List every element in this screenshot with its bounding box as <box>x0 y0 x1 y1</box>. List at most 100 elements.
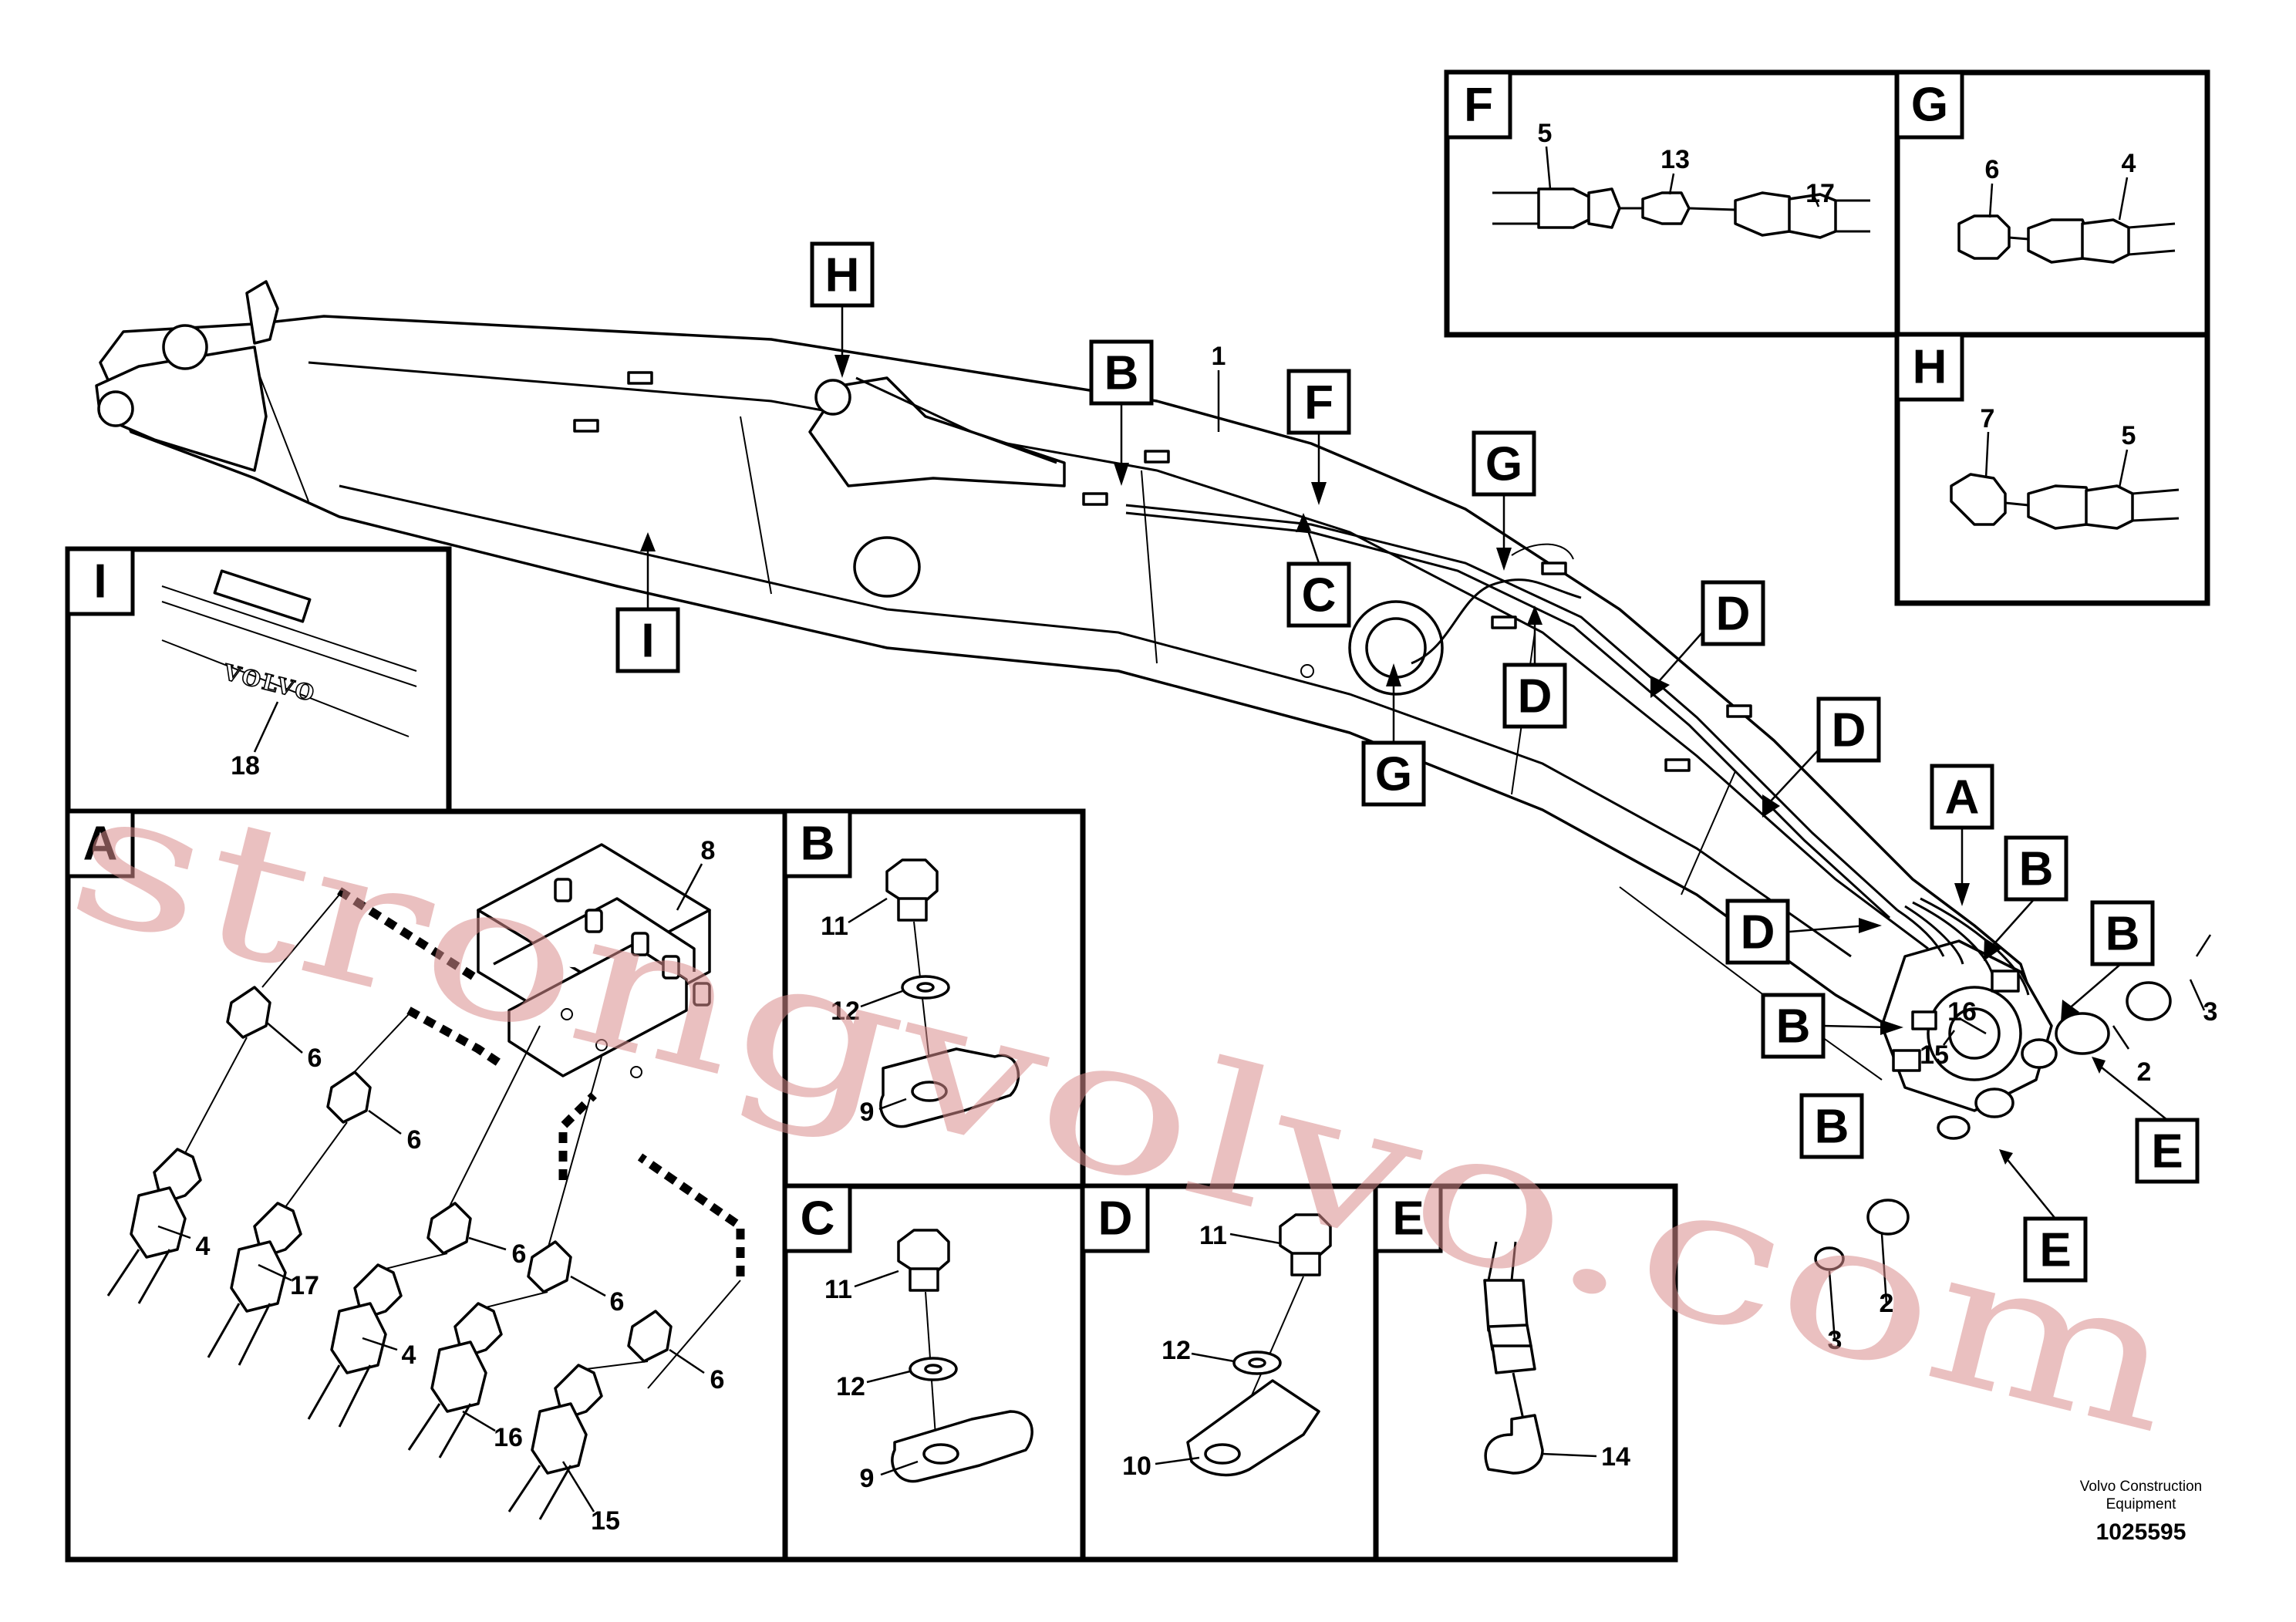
part-number-6: 6 <box>407 1125 422 1155</box>
part-number-10: 10 <box>1122 1452 1151 1481</box>
part-number-6: 6 <box>308 1044 322 1073</box>
svg-text:B: B <box>2106 908 2140 961</box>
footer-company: Volvo Construction <box>2080 1479 2202 1495</box>
part-number-6: 6 <box>1985 155 2000 184</box>
manifold-fittings <box>554 878 711 1007</box>
svg-text:D: D <box>1716 588 1751 641</box>
svg-text:E: E <box>2039 1224 2071 1277</box>
part-number-15: 15 <box>1920 1040 1949 1070</box>
callout-B-top: B <box>1089 339 1154 406</box>
svg-text:E: E <box>1392 1192 1424 1246</box>
part-number-12: 12 <box>831 996 860 1026</box>
part-number-1: 1 <box>1212 342 1226 371</box>
part-number-11: 11 <box>1199 1221 1227 1250</box>
boom-assembly <box>95 280 2172 1271</box>
part-number-8: 8 <box>701 836 716 865</box>
svg-text:H: H <box>825 249 860 302</box>
svg-text:D: D <box>1832 704 1866 757</box>
part-number-3: 3 <box>1828 1326 1843 1355</box>
part-number-2: 2 <box>1880 1289 1894 1318</box>
part-number-17: 17 <box>290 1271 319 1300</box>
panel-H: H 7 5 <box>1894 332 2210 606</box>
svg-text:B: B <box>1776 1000 1811 1054</box>
callout-B-1: B <box>2004 835 2068 902</box>
svg-text:G: G <box>1375 748 1412 801</box>
svg-text:F: F <box>1304 376 1333 430</box>
svg-text:D: D <box>1098 1192 1133 1246</box>
callout-B-2: B <box>2090 900 2155 966</box>
part-number-4: 4 <box>196 1232 211 1261</box>
part-number-14: 14 <box>1601 1442 1630 1472</box>
part-number-9: 9 <box>860 1098 875 1127</box>
callout-I-main: I <box>615 607 680 673</box>
part-number-6: 6 <box>610 1287 625 1317</box>
panel-B: B 11 12 9 <box>782 808 1086 1189</box>
svg-text:B: B <box>1104 347 1139 400</box>
callout-D-1: D <box>1502 663 1567 729</box>
callout-C: C <box>1286 561 1351 628</box>
svg-text:I: I <box>641 615 654 668</box>
svg-text:G: G <box>1911 79 1948 132</box>
part-number-4: 4 <box>402 1340 416 1370</box>
part-number-9: 9 <box>860 1464 875 1493</box>
svg-text:B: B <box>1815 1101 1849 1154</box>
callout-F: F <box>1286 369 1351 435</box>
callout-E-2: E <box>2023 1216 2088 1283</box>
svg-text:D: D <box>1741 906 1775 959</box>
panel-A: A 8 <box>65 808 788 1563</box>
svg-text:B: B <box>2019 843 2054 896</box>
footer-company-sub: Equipment <box>2106 1496 2177 1512</box>
part-number-5: 5 <box>1538 119 1553 148</box>
part-number-18: 18 <box>231 751 260 781</box>
part-number-12: 12 <box>836 1372 865 1401</box>
part-number-6: 6 <box>710 1365 725 1394</box>
part-number-12: 12 <box>1161 1336 1191 1365</box>
callout-A-main: A <box>1930 764 1994 830</box>
part-number-11: 11 <box>821 912 848 941</box>
callout-D-3: D <box>1816 696 1881 763</box>
part-number-16: 16 <box>494 1423 523 1452</box>
svg-text:G: G <box>1485 438 1522 491</box>
svg-text:B: B <box>801 818 835 871</box>
hose-set-5 <box>507 1310 673 1520</box>
part-number-6: 6 <box>512 1239 527 1269</box>
callout-leaders <box>640 305 2168 1219</box>
part-number-16: 16 <box>1947 997 1977 1027</box>
part-leaders <box>1217 370 2212 1341</box>
drawing-id: 1025595 <box>2096 1519 2186 1545</box>
footer: Volvo Construction Equipment 1025595 <box>2080 1479 2202 1545</box>
part-number-4: 4 <box>2122 149 2136 178</box>
part-number-11: 11 <box>824 1275 852 1304</box>
callout-G-top: G <box>1472 430 1536 497</box>
svg-text:C: C <box>801 1192 835 1246</box>
svg-text:E: E <box>2151 1125 2183 1179</box>
hose-set-2 <box>207 1071 372 1366</box>
svg-text:I: I <box>93 555 106 609</box>
svg-text:D: D <box>1518 670 1553 723</box>
hose-set-1 <box>106 986 271 1304</box>
callout-G-bottom: G <box>1361 740 1426 807</box>
svg-text:C: C <box>1302 569 1337 622</box>
callout-E-1: E <box>2135 1118 2200 1184</box>
svg-text:A: A <box>1945 771 1980 824</box>
callout-B-4: B <box>1799 1093 1864 1159</box>
part-number-2: 2 <box>2137 1057 2152 1087</box>
part-number-13: 13 <box>1660 145 1690 174</box>
part-number-15: 15 <box>591 1506 620 1536</box>
panel-G: G 6 4 <box>1894 69 2210 338</box>
panel-E: E 14 <box>1373 1183 1678 1563</box>
svg-text:H: H <box>1913 341 1947 394</box>
panel-D: D 11 12 10 <box>1080 1183 1379 1563</box>
part-number-3: 3 <box>2203 997 2218 1027</box>
hose-set-3 <box>307 1202 472 1428</box>
panel-C: C 11 12 9 <box>782 1183 1086 1563</box>
panel-I: I VOLVO 18 <box>65 546 452 814</box>
callout-D-2: D <box>1701 580 1765 646</box>
callout-B-3: B <box>1761 993 1826 1059</box>
callout-H: H <box>810 241 875 308</box>
part-number-17: 17 <box>1805 179 1835 208</box>
part-number-5: 5 <box>2122 421 2136 450</box>
svg-text:A: A <box>83 818 118 871</box>
part-number-7: 7 <box>1981 404 1995 433</box>
